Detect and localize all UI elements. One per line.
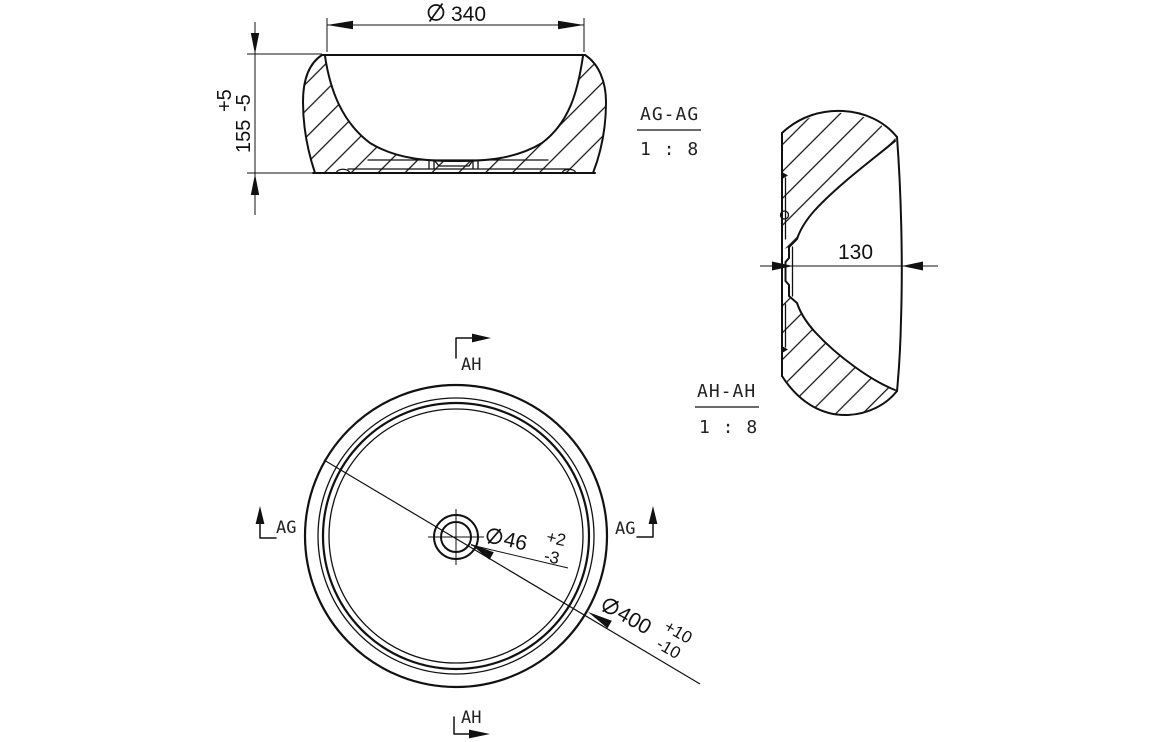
dim-46-shoulder-line: [470, 544, 569, 569]
dim-400: 400 +10 -10: [588, 598, 695, 663]
section-marker-ah-bottom-label: AH: [461, 708, 481, 728]
section-marker-ag-left-label: AG: [276, 518, 296, 538]
section-marker-ah-top: AH: [455, 333, 491, 375]
plan-diagonal-dimension-line: [323, 459, 701, 685]
section-ag-bowl-curve: [324, 55, 584, 162]
dim-340-extension-lines: [326, 18, 585, 52]
section-ah-bowl-silhouette: [784, 140, 896, 391]
section-ag-recess-lines: [335, 159, 577, 174]
section-ah-scale: 1 : 8: [699, 417, 758, 438]
section-marker-ag-left-line: [259, 523, 277, 539]
section-ah-overflow-hole: [779, 210, 790, 220]
dim-340-arrow-right: [558, 20, 584, 30]
section-marker-ag-left: AG: [255, 506, 296, 539]
section-ah-hatch-top: [782, 112, 896, 250]
section-ah-step-lines: [784, 177, 794, 348]
dim-340-arrow-left: [327, 20, 353, 30]
dim-46-tol-minus: -3: [542, 546, 561, 568]
section-ag-title: AG-AG 1 : 8: [637, 104, 701, 160]
dim-340-value: 340: [451, 3, 486, 26]
section-ag-left-profile: [302, 54, 323, 174]
dim-400-arrow: [588, 612, 612, 629]
section-ah-view: 130 AH-AH 1 : 8: [695, 109, 938, 438]
section-marker-ah-bottom: AH: [453, 708, 490, 739]
dim-46-tol-plus: +2: [545, 527, 568, 550]
section-ag-scale: 1 : 8: [640, 139, 699, 160]
section-ag-label: AG-AG: [640, 104, 699, 125]
plan-rim-circle-3: [321, 401, 591, 671]
section-ag-right-profile: [584, 54, 607, 174]
section-ah-bottom-arc: [781, 375, 898, 417]
dim-46-arrow: [470, 543, 494, 560]
section-ah-label: AH-AH: [697, 381, 756, 402]
diameter-symbol-icon: [602, 598, 620, 615]
dim-340: 340: [326, 3, 585, 52]
dim-155-tol-minus: -5: [233, 94, 255, 112]
section-marker-ah-top-line: [455, 337, 473, 359]
plan-drain-centerlines: [428, 509, 484, 565]
plan-view: 46 +2 -3 400 +10 -10 AH: [255, 333, 701, 739]
dim-155-extension-lines: [247, 53, 322, 174]
section-ag-hatch: [303, 55, 606, 173]
section-marker-ah-top-label: AH: [461, 355, 481, 375]
dim-130-arrow-left: [772, 261, 793, 271]
diameter-symbol-icon: [486, 528, 503, 545]
dim-46-value: 46: [501, 528, 529, 556]
section-ah-title: AH-AH 1 : 8: [695, 381, 759, 438]
section-marker-ag-left-arrow: [255, 506, 265, 524]
section-ah-rim-notch-bottom: [782, 346, 788, 353]
dim-155-arrow-top: [250, 33, 260, 54]
diameter-symbol-icon: [427, 3, 445, 22]
section-ah-top-arc: [781, 109, 898, 138]
dim-155: 155 -5 +5: [214, 22, 322, 215]
dim-155-value: 155: [233, 120, 255, 153]
section-marker-ah-bottom-arrow: [469, 729, 490, 739]
plan-rim-circle-4: [328, 408, 584, 664]
section-ah-right-edge: [896, 136, 903, 392]
dim-400-value: 400: [613, 602, 655, 639]
dim-155-arrow-bottom: [250, 174, 260, 195]
section-marker-ag-right: AG: [615, 506, 658, 539]
dim-130-value: 130: [838, 241, 873, 264]
plan-rim-circle-2: [317, 397, 595, 675]
section-ag-view: 340 155 -5 +5 AG-AG 1 : 8: [214, 3, 701, 215]
plan-outer-rim-circle: [303, 383, 609, 689]
dim-130: 130: [760, 241, 938, 271]
dim-46: 46 +2 -3: [470, 527, 569, 569]
section-marker-ag-right-arrow: [648, 506, 658, 524]
section-ah-rim-notch-top: [782, 172, 788, 179]
section-marker-ah-bottom-line: [453, 716, 470, 735]
section-marker-ag-right-line: [636, 523, 654, 538]
section-marker-ah-top-arrow: [472, 333, 491, 343]
section-ah-hatch-bottom: [782, 292, 897, 416]
dim-130-arrow-right: [902, 261, 923, 271]
dim-155-tol-plus: +5: [214, 89, 236, 112]
section-marker-ag-right-label: AG: [615, 519, 635, 539]
